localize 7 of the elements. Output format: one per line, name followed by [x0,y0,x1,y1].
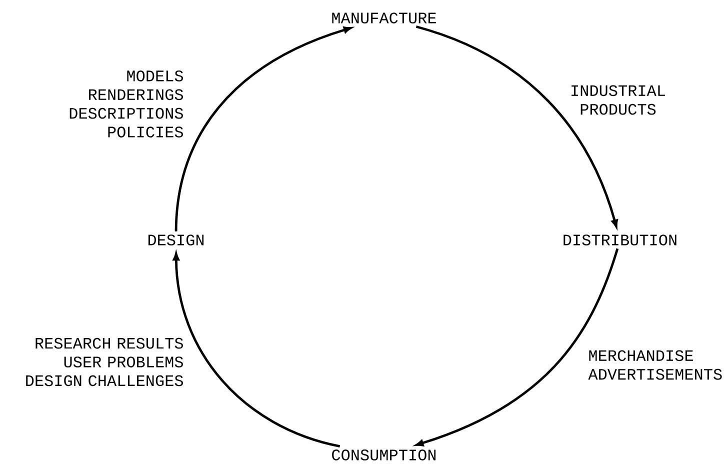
stage-label: DISTRIBUTION [564,234,676,246]
edge-label: MODELS RENDERINGS DESCRIPTIONS POLICIES [70,70,183,138]
edge-label: RESEARCH RESULTS USER PROBLEMS DESIGN CHALLENGES [26,338,183,386]
stage-label: MANUFACTURE [332,12,436,24]
edge-label: MERCHANDISE ADVERTISEMENTS [588,350,722,380]
stage-label: DESIGN [148,234,204,246]
stage-label: CONSUMPTION [332,450,436,460]
